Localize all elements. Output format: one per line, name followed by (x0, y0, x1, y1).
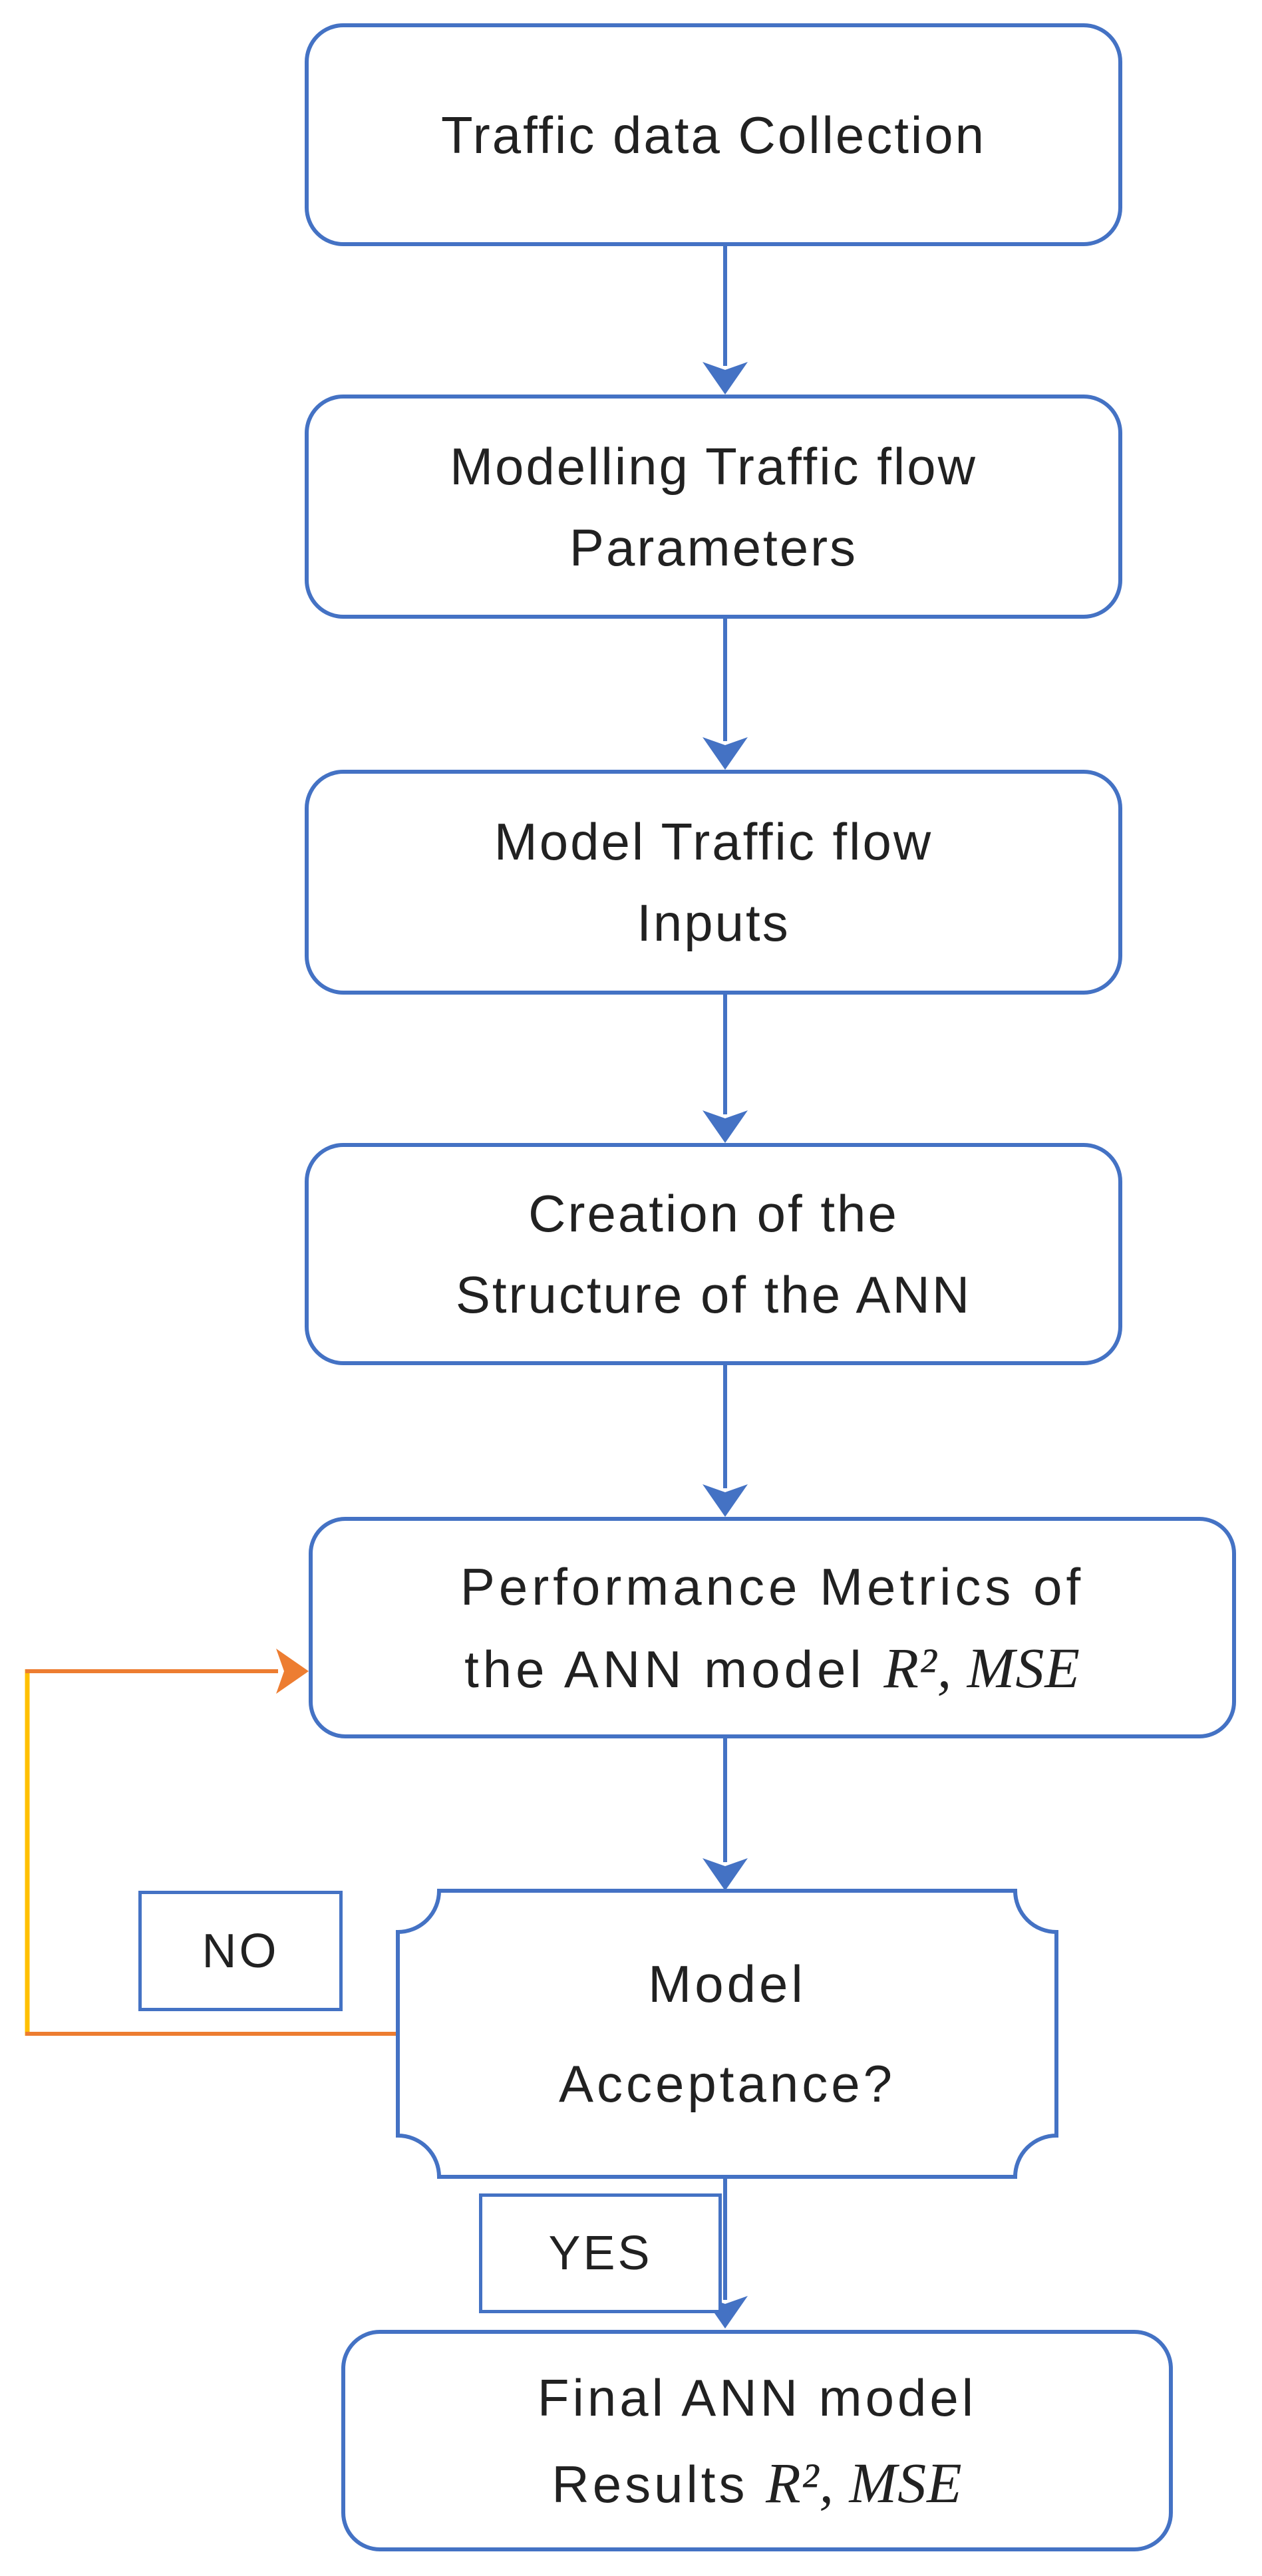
decision-label-line1: Model (648, 1955, 806, 2013)
node-performance-metrics: Performance Metrics of the ANN model R²,… (309, 1517, 1236, 1738)
no-feedback-loop (25, 1649, 398, 2036)
node-model-acceptance-decision: Model Acceptance? (398, 1891, 1056, 2177)
node-label-line2: the ANN model R², MSE (464, 1635, 1080, 1700)
math-r2-mse: R², MSE (883, 1635, 1080, 1700)
node-model-traffic-flow-inputs: Model Traffic flow Inputs (305, 770, 1122, 995)
node-traffic-data-collection: Traffic data Collection (305, 23, 1122, 246)
math-r2-mse: R², MSE (766, 2450, 963, 2515)
yes-text: YES (548, 2227, 653, 2280)
branch-label-no: NO (138, 1891, 343, 2011)
branch-label-yes: YES (479, 2193, 722, 2313)
node-label-line1: Final ANN model (537, 2368, 977, 2427)
decision-shape (396, 1889, 1058, 2179)
node-label-line2: Parameters (569, 518, 858, 577)
node-label-line1: Performance Metrics of (460, 1557, 1085, 1616)
node-label-line2: Inputs (637, 893, 790, 952)
node-label-line2: Structure of the ANN (455, 1265, 972, 1324)
node-creation-of-ann-structure: Creation of the Structure of the ANN (305, 1143, 1122, 1365)
arrow-structure-to-metrics (703, 1365, 748, 1517)
arrow-collect-to-modelling (703, 246, 748, 395)
node-label-line1: Modelling Traffic flow (450, 436, 977, 496)
no-text: NO (202, 1924, 279, 1978)
arrow-modelling-to-inputs (703, 619, 748, 770)
node-label-line1: Creation of the (528, 1184, 899, 1243)
arrow-metrics-to-decision (703, 1738, 748, 1891)
node-label: Traffic data Collection (440, 105, 987, 164)
node-final-ann-model-results: Final ANN model Results R², MSE (341, 2330, 1173, 2551)
node-label-line2: Results R², MSE (552, 2450, 963, 2515)
decision-label-line2: Acceptance? (559, 2054, 895, 2113)
node-label-line1: Model Traffic flow (494, 812, 933, 871)
arrow-inputs-to-structure (703, 995, 748, 1143)
node-modelling-traffic-flow-parameters: Modelling Traffic flow Parameters (305, 395, 1122, 619)
